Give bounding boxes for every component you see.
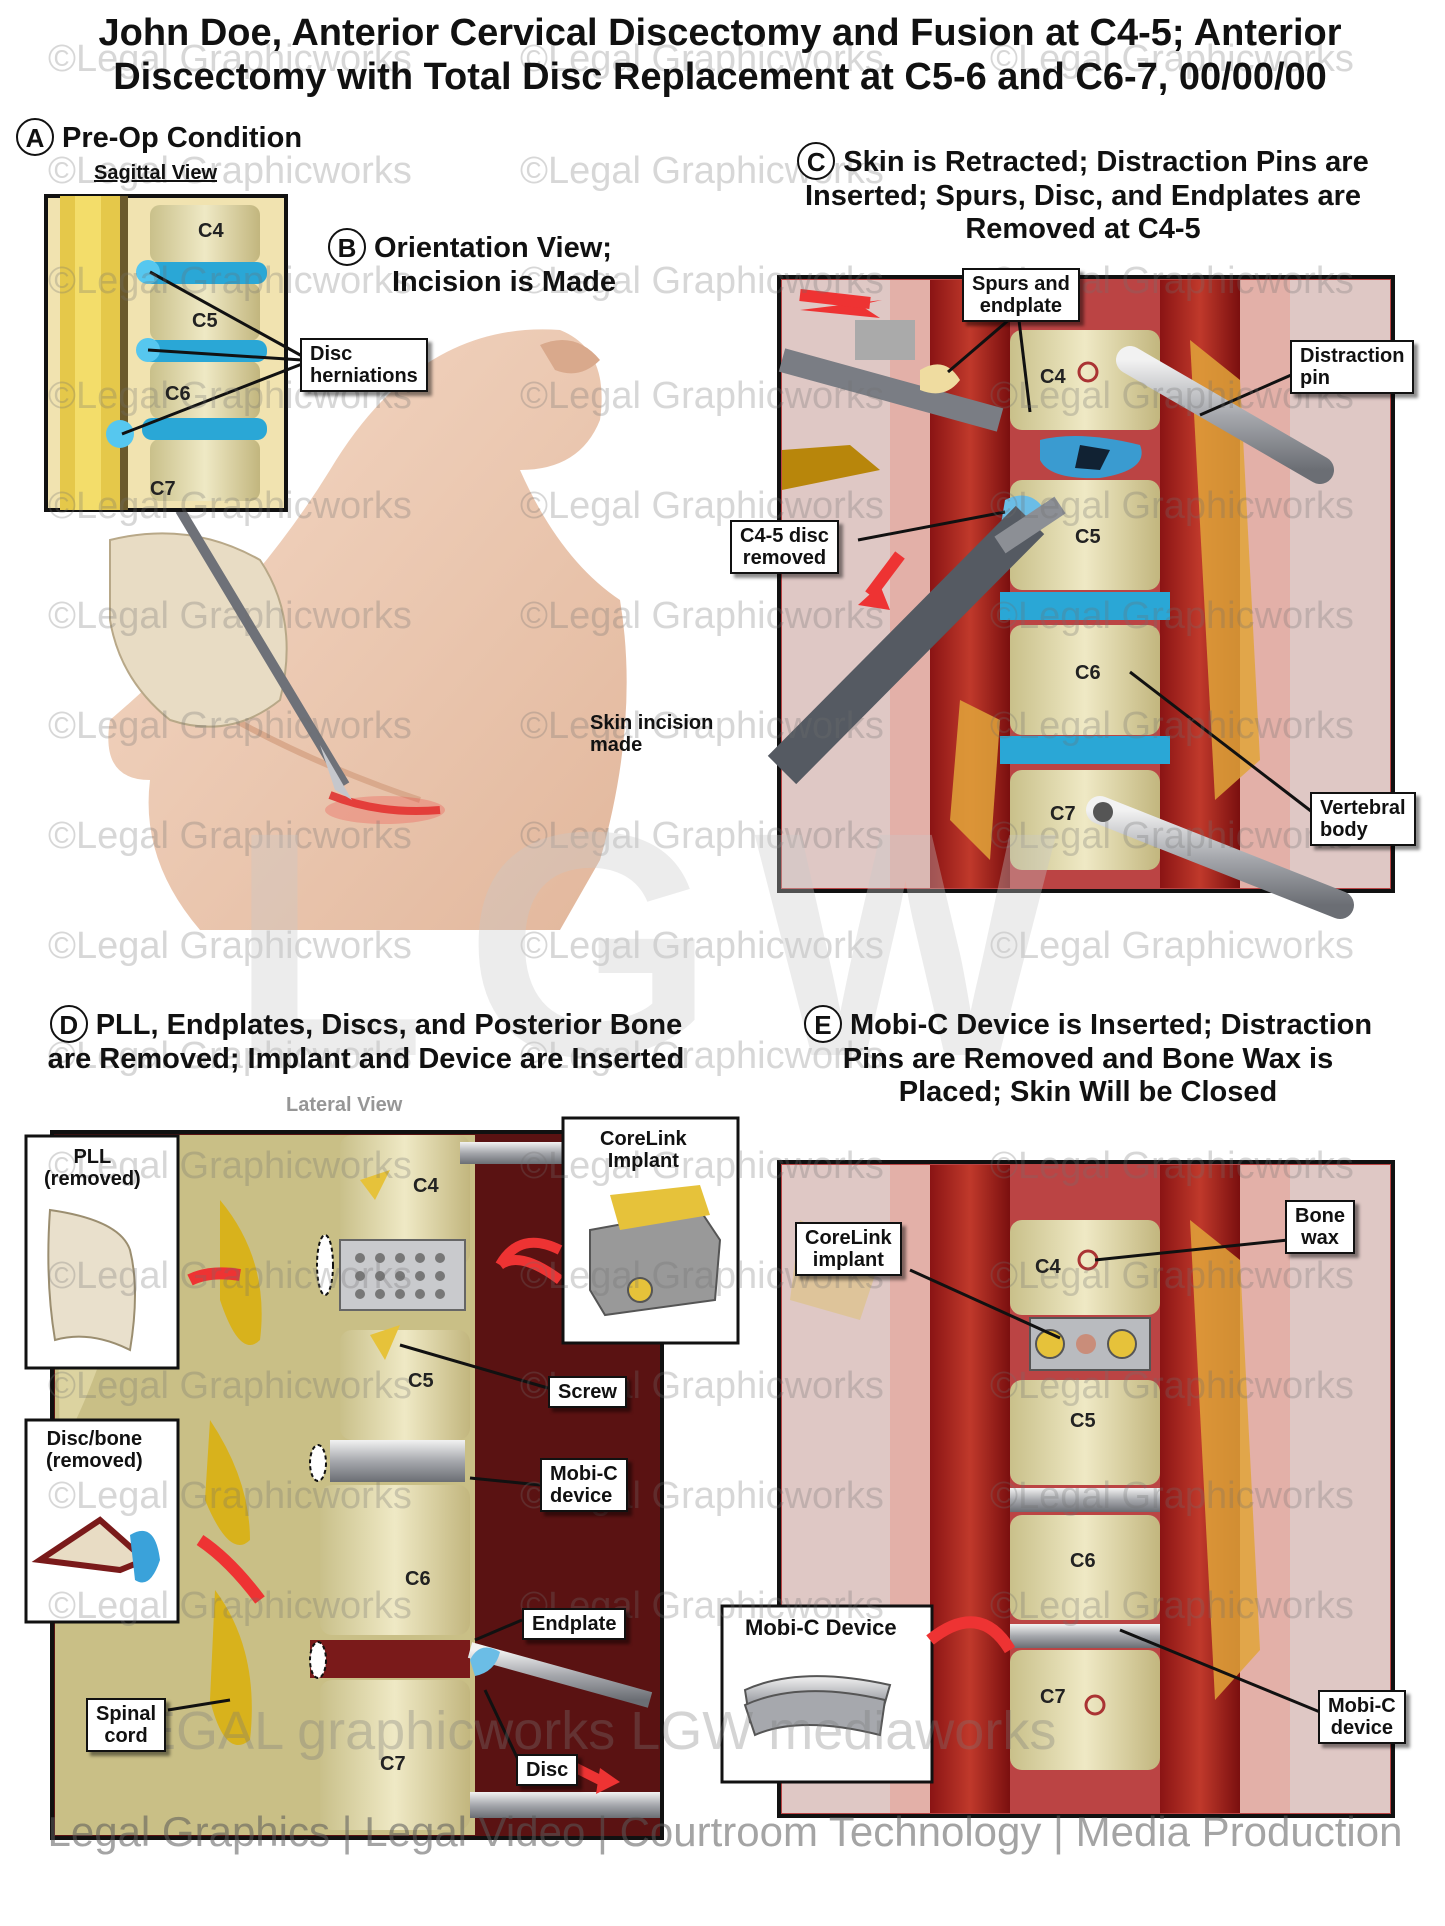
watermark: ©Legal Graphicworks bbox=[990, 485, 1354, 527]
panel-letter-b: B bbox=[328, 228, 366, 266]
watermark: ©Legal Graphicworks bbox=[990, 1255, 1354, 1297]
vertebra-c6: C6 bbox=[1070, 1550, 1096, 1572]
panelA-heading-text: Pre-Op Condition bbox=[62, 122, 303, 154]
mobic-device-inset-label: Mobi-C Device bbox=[745, 1615, 897, 1640]
page-title: John Doe, Anterior Cervical Discectomy a… bbox=[40, 12, 1400, 99]
watermark: ©Legal Graphicworks bbox=[990, 1475, 1354, 1517]
watermark: ©Legal Graphicworks bbox=[48, 150, 412, 192]
screw-label: Screw bbox=[548, 1376, 627, 1408]
vertebra-c7: C7 bbox=[1040, 1686, 1066, 1708]
title-line-2: Discectomy with Total Disc Replacement a… bbox=[113, 55, 1327, 98]
panel-letter-c: C bbox=[797, 142, 836, 180]
vertebra-c4: C4 bbox=[1040, 366, 1066, 388]
panel-letter-d: D bbox=[49, 1005, 88, 1043]
endplate-label: Endplate bbox=[522, 1608, 627, 1640]
scalpel-hand bbox=[109, 507, 352, 800]
corelink-inset bbox=[495, 1116, 740, 1345]
sagittal-inset bbox=[44, 194, 303, 512]
watermark: ©Legal Graphicworks bbox=[520, 815, 884, 857]
watermark: ©Legal Graphicworks bbox=[520, 38, 884, 80]
watermark: ©Legal Graphicworks bbox=[48, 595, 412, 637]
watermark: ©Legal Graphicworks bbox=[990, 705, 1354, 747]
neck-illustration bbox=[108, 329, 627, 930]
watermark: ©Legal Graphicworks bbox=[48, 1585, 412, 1627]
vertebra-c6: C6 bbox=[165, 383, 191, 405]
watermark: ©Legal Graphicworks bbox=[520, 1145, 884, 1187]
watermark: ©Legal Graphicworks bbox=[990, 815, 1354, 857]
vertebra-c5: C5 bbox=[1075, 526, 1101, 548]
watermark: ©Legal Graphicworks bbox=[48, 260, 412, 302]
vertebra-c6: C6 bbox=[1075, 662, 1101, 684]
watermark: ©Legal Graphicworks bbox=[48, 1255, 412, 1297]
watermark: ©Legal Graphicworks bbox=[48, 1035, 412, 1077]
disc-bone-removed-label: Disc/bone(removed) bbox=[46, 1428, 143, 1472]
disc-label: Disc bbox=[516, 1754, 579, 1786]
watermark: ©Legal Graphicworks bbox=[48, 925, 412, 967]
watermark: ©Legal Graphicworks bbox=[990, 38, 1354, 80]
brand-watermark: LEGAL graphicworks LGW mediaworks bbox=[110, 1701, 1057, 1761]
vertebra-c7: C7 bbox=[1050, 803, 1076, 825]
vertebra-c4: C4 bbox=[198, 220, 224, 242]
pll-inset bbox=[24, 1134, 180, 1370]
vertebra-c5: C5 bbox=[408, 1370, 434, 1392]
mobic-device-inset bbox=[720, 1604, 1016, 1784]
watermark: ©Legal Graphicworks bbox=[48, 485, 412, 527]
watermark: ©Legal Graphicworks bbox=[48, 815, 412, 857]
watermark: ©Legal Graphicworks bbox=[520, 375, 884, 417]
watermark: ©Legal Graphicworks bbox=[48, 1475, 412, 1517]
vertebra-c4: C4 bbox=[413, 1175, 439, 1197]
watermark: ©Legal Graphicworks bbox=[990, 1365, 1354, 1407]
vertebra-c4: C4 bbox=[1035, 1256, 1061, 1278]
disc-bone-inset bbox=[24, 1418, 180, 1624]
sagittal-view-label: Sagittal View bbox=[94, 162, 218, 184]
footer-tagline: Legal Graphics | Legal Video | Courtroom… bbox=[47, 1808, 1403, 1855]
title-line-1: John Doe, Anterior Cervical Discectomy a… bbox=[98, 12, 1342, 54]
lateral-view-label: Lateral View bbox=[286, 1094, 403, 1116]
vertebra-c6: C6 bbox=[405, 1568, 431, 1590]
watermark: ©Legal Graphicworks bbox=[48, 38, 412, 80]
watermark: ©Legal Graphicworks bbox=[48, 1145, 412, 1187]
watermark: ©Legal Graphicworks bbox=[48, 705, 412, 747]
vertebra-c5: C5 bbox=[1070, 1410, 1096, 1432]
watermark: ©Legal Graphicworks bbox=[520, 260, 884, 302]
watermark: ©Legal Graphicworks bbox=[520, 595, 884, 637]
watermark: ©Legal Graphicworks bbox=[990, 595, 1354, 637]
panel-letter-e: E bbox=[803, 1005, 842, 1043]
vertebra-c7: C7 bbox=[380, 1753, 406, 1775]
vertebra-c7: C7 bbox=[150, 478, 176, 500]
watermark: ©Legal Graphicworks bbox=[520, 925, 884, 967]
watermark: ©Legal Graphicworks bbox=[990, 1145, 1354, 1187]
vertebra-c5: C5 bbox=[192, 310, 218, 332]
pll-removed-label: PLL(removed) bbox=[44, 1146, 141, 1190]
watermark: ©Legal Graphicworks bbox=[990, 925, 1354, 967]
watermark: ©Legal Graphicworks bbox=[520, 705, 884, 747]
watermark: ©Legal Graphicworks bbox=[990, 1585, 1354, 1627]
lgw-logo-watermark: LGW bbox=[230, 765, 1097, 1123]
watermark: ©Legal Graphicworks bbox=[48, 1365, 412, 1407]
panel-letter-a: A bbox=[16, 118, 54, 156]
